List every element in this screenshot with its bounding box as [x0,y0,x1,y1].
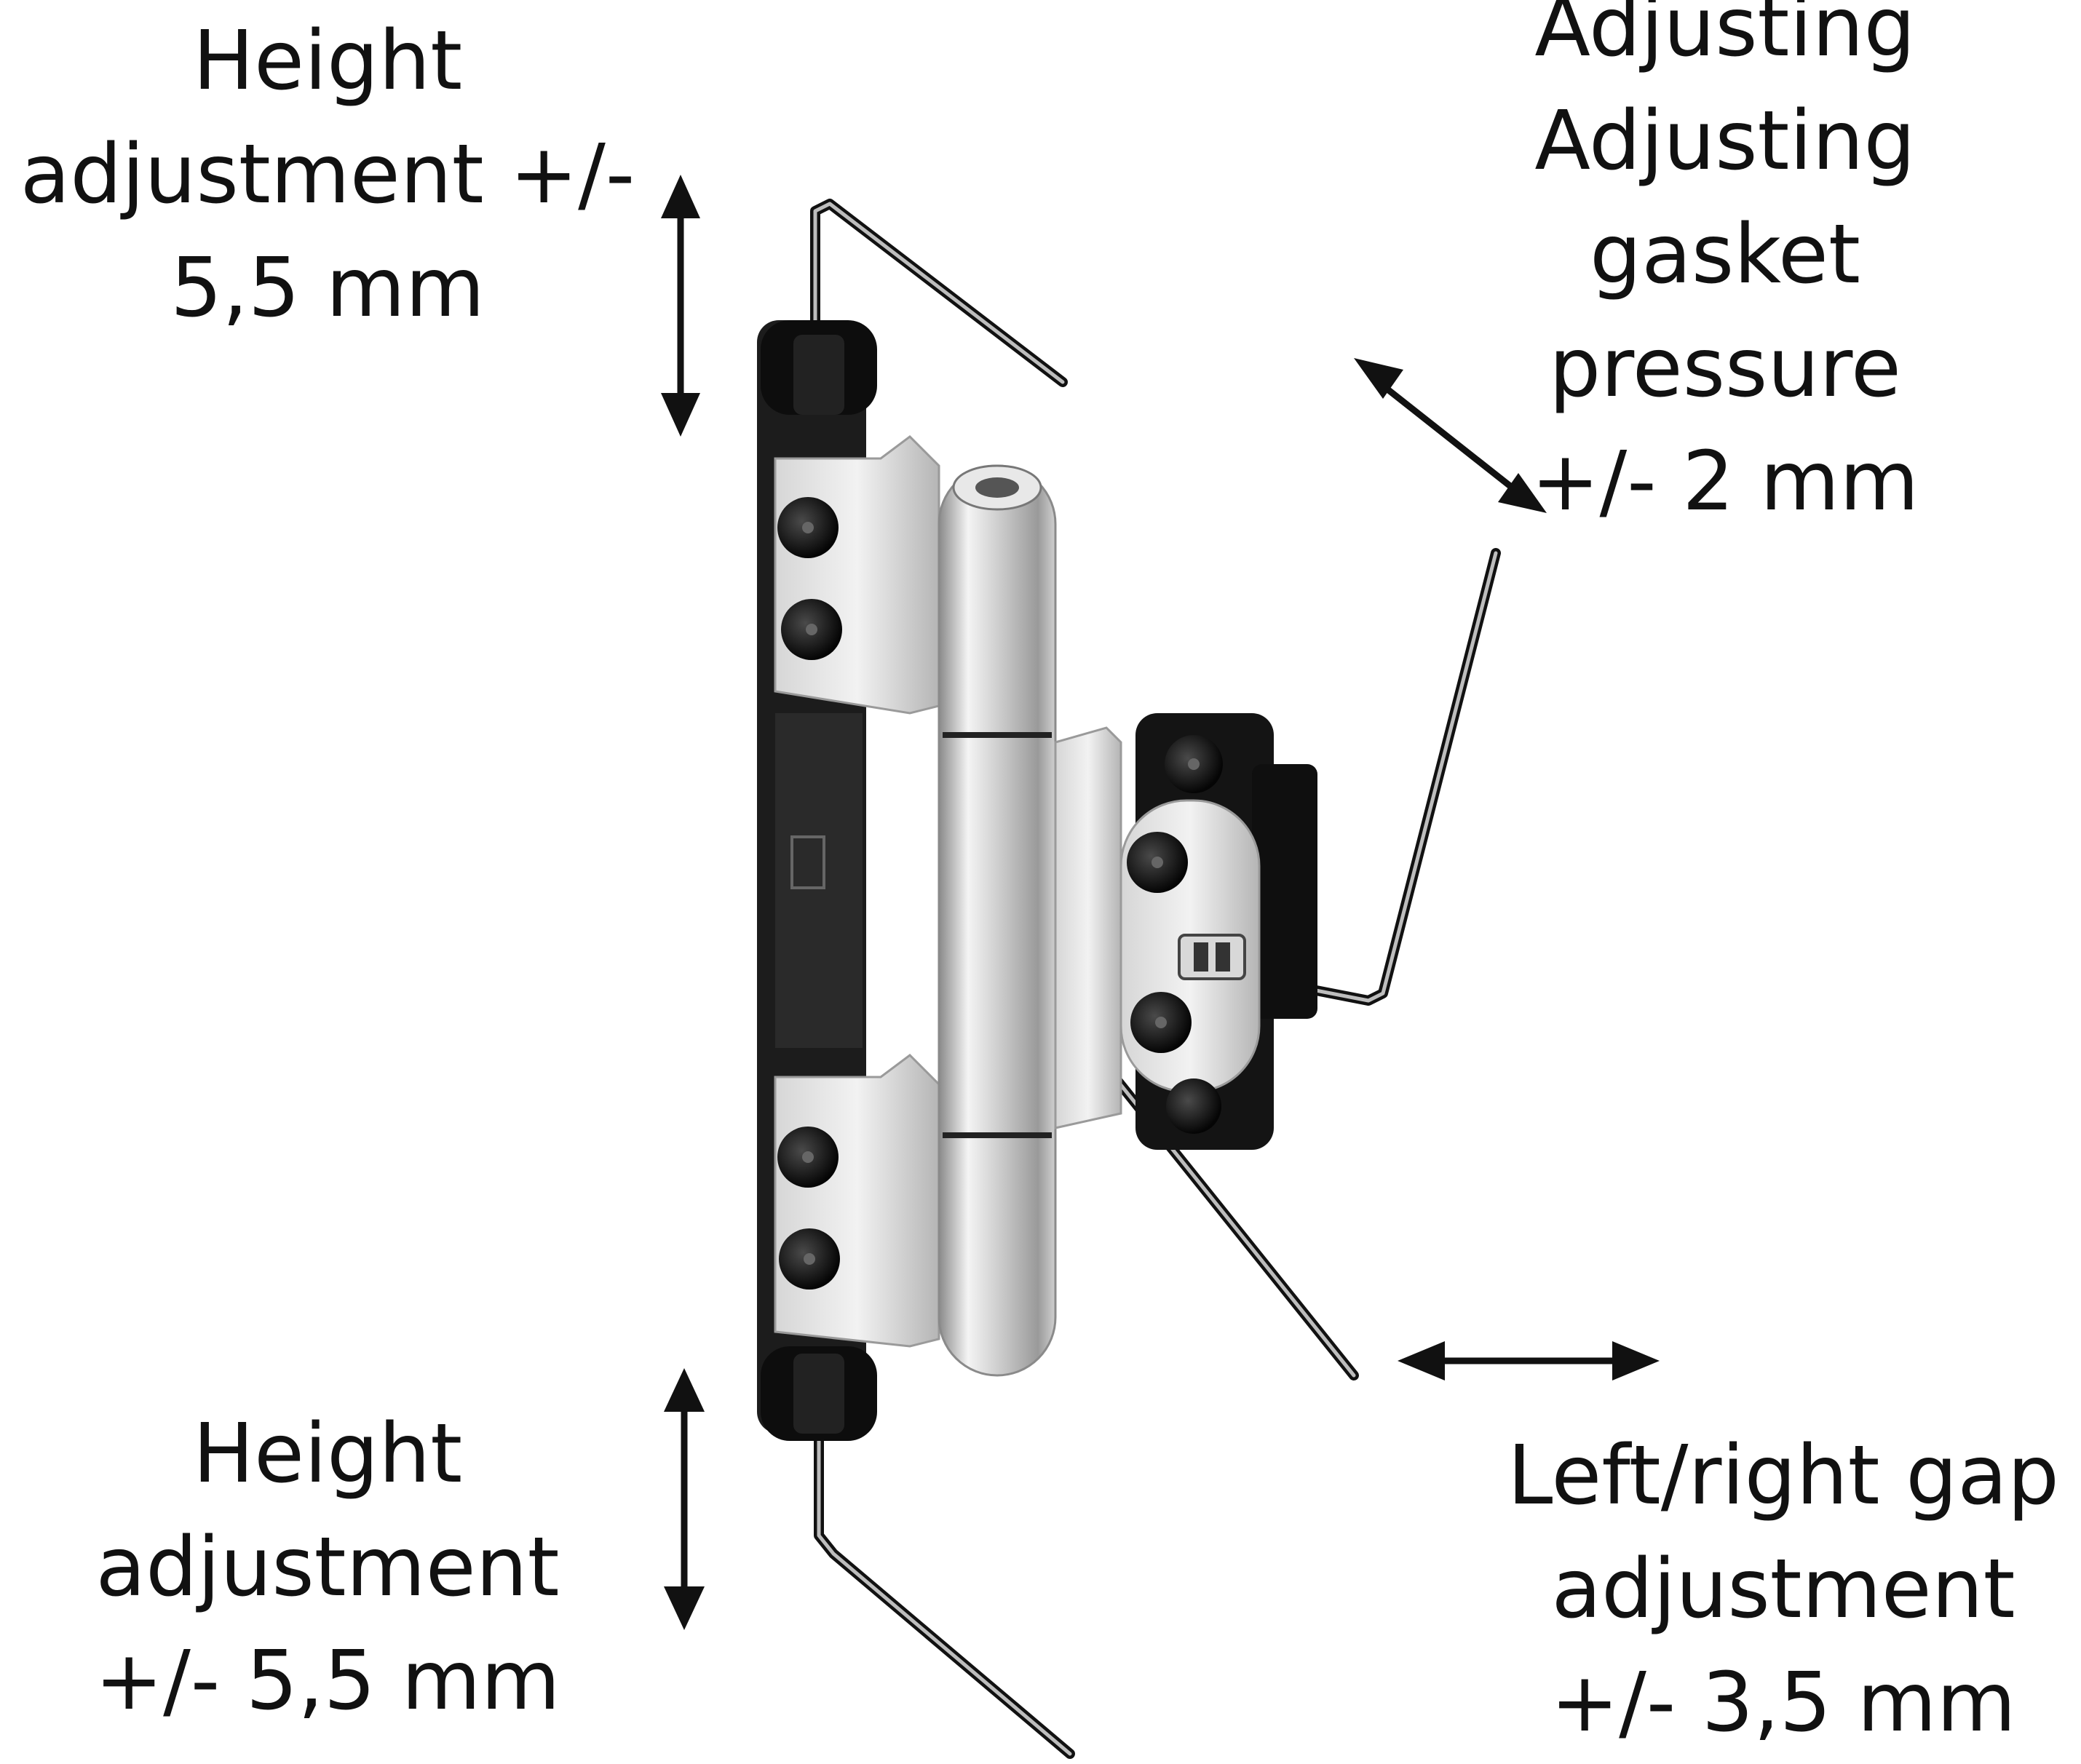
label-line: adjustment [95,1520,560,1615]
arrow-gap [1398,1341,1660,1380]
label-line: gasket [1590,207,1860,302]
label-line: Adjusting [1534,0,1916,75]
allen-key-bottom [814,1421,1075,1759]
label-line: Height [192,1407,463,1501]
label-line: +/- 5,5 mm [95,1634,560,1728]
arrow-gasket [1354,358,1547,513]
label-line: +/- 3,5 mm [1550,1656,2016,1750]
label-line: +/- 2 mm [1531,434,1919,529]
sash-leaf [1054,726,1122,1129]
label-gap-adjustment: Left/right gap adjustment +/- 3,5 mm [1485,1419,2081,1760]
label-line: Height [192,14,463,108]
label-line: Left/right gap [1507,1429,2060,1523]
label-height-adjustment-bottom: Height adjustment +/- 5,5 mm [44,1397,611,1738]
label-line: Adjusting [1534,94,1916,188]
label-line: adjustment +/- [20,127,635,222]
label-line: 5,5 mm [170,241,485,335]
arrow-height-bottom [664,1368,705,1630]
frame-leaf-bottom [774,1054,940,1348]
label-gasket-pressure: Adjusting Adjusting gasket pressure +/- … [1463,0,1987,539]
hinge-barrel [938,464,1057,1377]
label-line: adjustment [1551,1542,2015,1637]
frame-leaf-top [774,435,940,715]
allen-key-top [810,199,1068,387]
arrow-height-top [661,175,700,437]
label-height-adjustment-top: Height adjustment +/- 5,5 mm [0,4,655,345]
adjustment-block [1119,713,1317,1150]
label-line: pressure [1549,321,1901,416]
